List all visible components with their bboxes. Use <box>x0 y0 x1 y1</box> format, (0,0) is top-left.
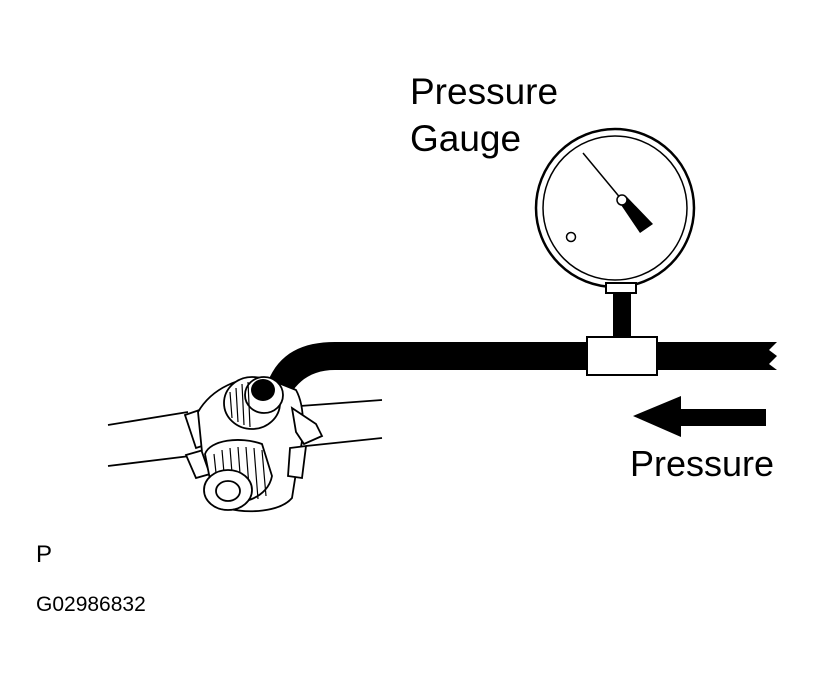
pressure-gauge <box>534 127 696 340</box>
gauge-label-line2: Gauge <box>410 118 522 159</box>
gauge-label-line1: Pressure <box>410 71 559 112</box>
hose <box>265 342 777 395</box>
gauge-dot <box>565 231 577 243</box>
code-letter: P <box>36 541 53 568</box>
hose-end <box>251 379 275 401</box>
flow-label: Pressure <box>630 443 775 484</box>
flow-arrow <box>633 396 766 437</box>
regulator-assembly <box>107 376 383 513</box>
tee-fitting <box>586 336 658 376</box>
figure-id: G02986832 <box>36 593 146 616</box>
gauge-needle <box>582 152 653 233</box>
